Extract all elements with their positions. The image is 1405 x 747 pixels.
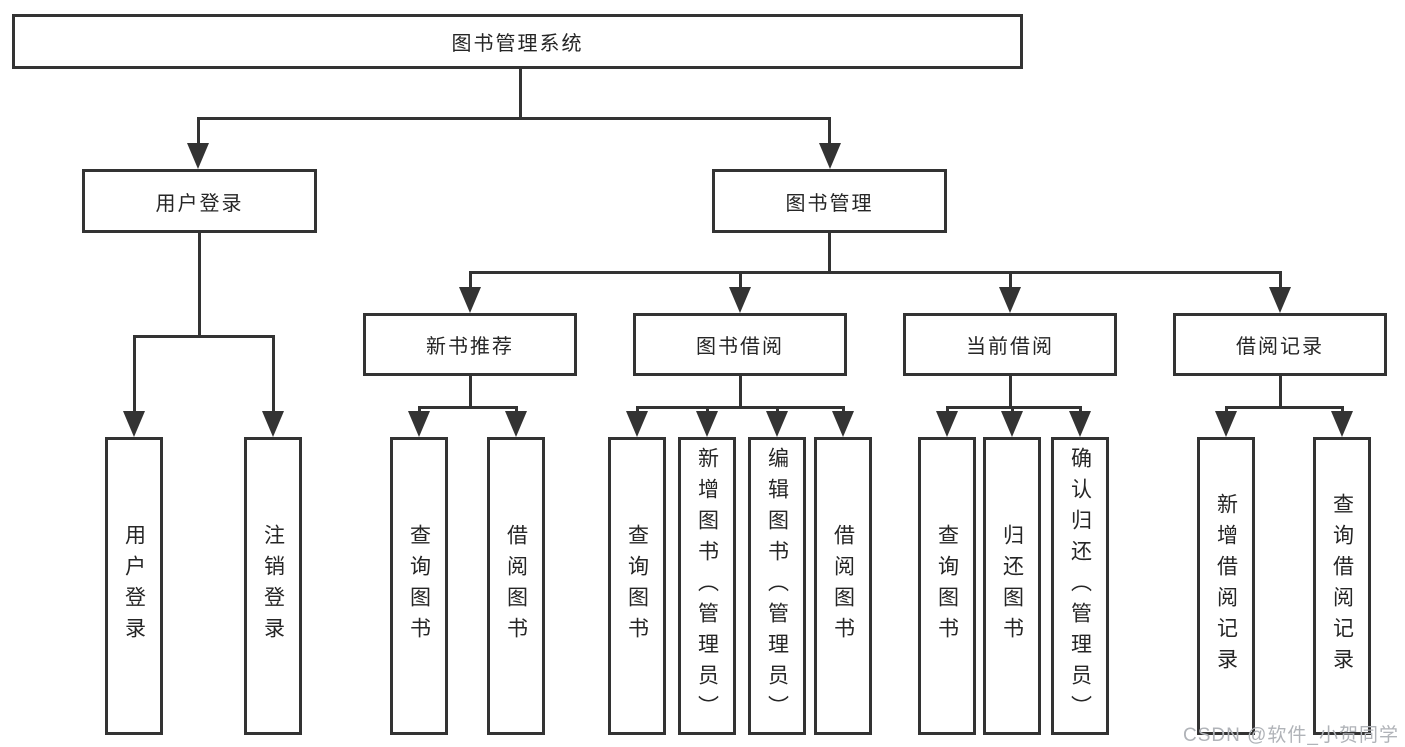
connector-drop-new-books	[469, 271, 472, 289]
connector-drop	[946, 406, 949, 414]
arrow-down-icon	[729, 287, 751, 313]
node-user-login: 用户登录	[82, 169, 317, 233]
connector-borrowing-rail	[637, 406, 844, 409]
arrow-down-icon	[832, 411, 854, 437]
leaf-records-add: 新增借阅记录	[1197, 437, 1255, 735]
node-new-book-recommend: 新书推荐	[363, 313, 577, 376]
arrow-down-icon	[262, 411, 284, 437]
arrow-down-icon	[1269, 287, 1291, 313]
connector-drop-records	[1279, 271, 1282, 289]
connector-new-books-rail	[419, 406, 517, 409]
connector-current-stem	[1009, 376, 1012, 408]
connector-level2-rail	[197, 117, 831, 120]
arrow-down-icon	[936, 411, 958, 437]
connector-drop	[515, 406, 518, 414]
connector-book-mgmt-stem	[828, 233, 831, 274]
leaf-borrowing-edit-admin: 编辑图书（管理员）	[748, 437, 806, 735]
leaf-user-login: 用户登录	[105, 437, 163, 735]
arrow-down-icon	[1001, 411, 1023, 437]
connector-drop-user-login	[197, 117, 200, 146]
connector-drop	[776, 406, 779, 414]
connector-drop	[842, 406, 845, 414]
arrow-down-icon	[1331, 411, 1353, 437]
connector-drop-book-mgmt	[828, 117, 831, 146]
leaf-newbooks-query: 查询图书	[390, 437, 448, 735]
leaf-borrowing-query: 查询图书	[608, 437, 666, 735]
arrow-down-icon	[408, 411, 430, 437]
arrow-down-icon	[123, 411, 145, 437]
arrow-down-icon	[459, 287, 481, 313]
arrow-down-icon	[626, 411, 648, 437]
connector-drop-borrowing	[739, 271, 742, 289]
connector-records-rail	[1226, 406, 1343, 409]
node-current-borrowing: 当前借阅	[903, 313, 1117, 376]
arrow-down-icon	[505, 411, 527, 437]
connector-records-stem	[1279, 376, 1282, 408]
arrow-down-icon	[1215, 411, 1237, 437]
connector-root-stem	[519, 69, 522, 120]
leaf-records-query: 查询借阅记录	[1313, 437, 1371, 735]
node-book-mgmt: 图书管理	[712, 169, 947, 233]
leaf-borrowing-add-admin: 新增图书（管理员）	[678, 437, 736, 735]
connector-user-login-rail	[134, 335, 275, 338]
connector-level3-rail	[470, 271, 1281, 274]
connector-drop-logout	[272, 335, 275, 413]
arrow-down-icon	[187, 143, 209, 169]
connector-new-books-stem	[469, 376, 472, 408]
leaf-newbooks-borrow: 借阅图书	[487, 437, 545, 735]
connector-drop	[1079, 406, 1082, 414]
node-book-borrowing: 图书借阅	[633, 313, 847, 376]
csdn-watermark: CSDN @软件_小贺同学	[1183, 725, 1399, 746]
node-borrow-records: 借阅记录	[1173, 313, 1387, 376]
leaf-current-query: 查询图书	[918, 437, 976, 735]
connector-drop	[706, 406, 709, 414]
connector-drop	[418, 406, 421, 414]
connector-drop	[1225, 406, 1228, 414]
connector-current-rail	[947, 406, 1081, 409]
node-root: 图书管理系统	[12, 14, 1023, 69]
leaf-current-confirm-admin: 确认归还（管理员）	[1051, 437, 1109, 735]
arrow-down-icon	[819, 143, 841, 169]
connector-user-login-stem	[198, 233, 201, 338]
arrow-down-icon	[999, 287, 1021, 313]
arrow-down-icon	[1069, 411, 1091, 437]
connector-drop-current	[1009, 271, 1012, 289]
connector-drop	[1011, 406, 1014, 414]
leaf-logout: 注销登录	[244, 437, 302, 735]
leaf-borrowing-borrow: 借阅图书	[814, 437, 872, 735]
connector-drop	[1341, 406, 1344, 414]
arrow-down-icon	[696, 411, 718, 437]
arrow-down-icon	[766, 411, 788, 437]
leaf-current-return: 归还图书	[983, 437, 1041, 735]
connector-drop	[636, 406, 639, 414]
connector-drop-login	[133, 335, 136, 413]
connector-borrowing-stem	[739, 376, 742, 408]
